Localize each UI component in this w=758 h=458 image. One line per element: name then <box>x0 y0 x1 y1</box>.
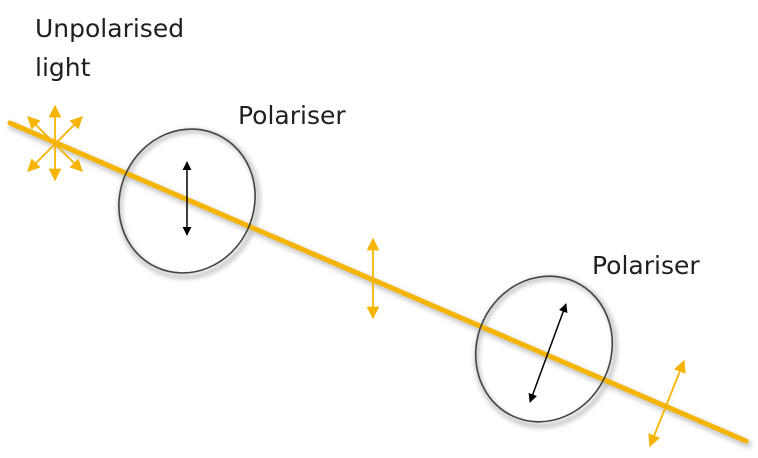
polariser-1-label: Polariser <box>238 101 346 130</box>
unpolarised-light-label-line-2: light <box>35 53 91 82</box>
polariser-2 <box>474 275 614 423</box>
unpolarised-light-star-icon <box>27 104 83 182</box>
polariser-1-outline <box>118 128 256 274</box>
light-beam <box>7 120 749 444</box>
polariser-2-label: Polariser <box>592 251 700 280</box>
tilted-polarisation-arrow-icon <box>648 359 686 448</box>
polariser-2-axis-arrow-icon <box>528 303 568 403</box>
star-arrow-diagonal-b <box>27 116 83 172</box>
unpolarised-light-label-line-1: Unpolarised <box>35 14 185 43</box>
polariser-1 <box>118 128 256 274</box>
polariser-2-outline <box>474 275 614 423</box>
